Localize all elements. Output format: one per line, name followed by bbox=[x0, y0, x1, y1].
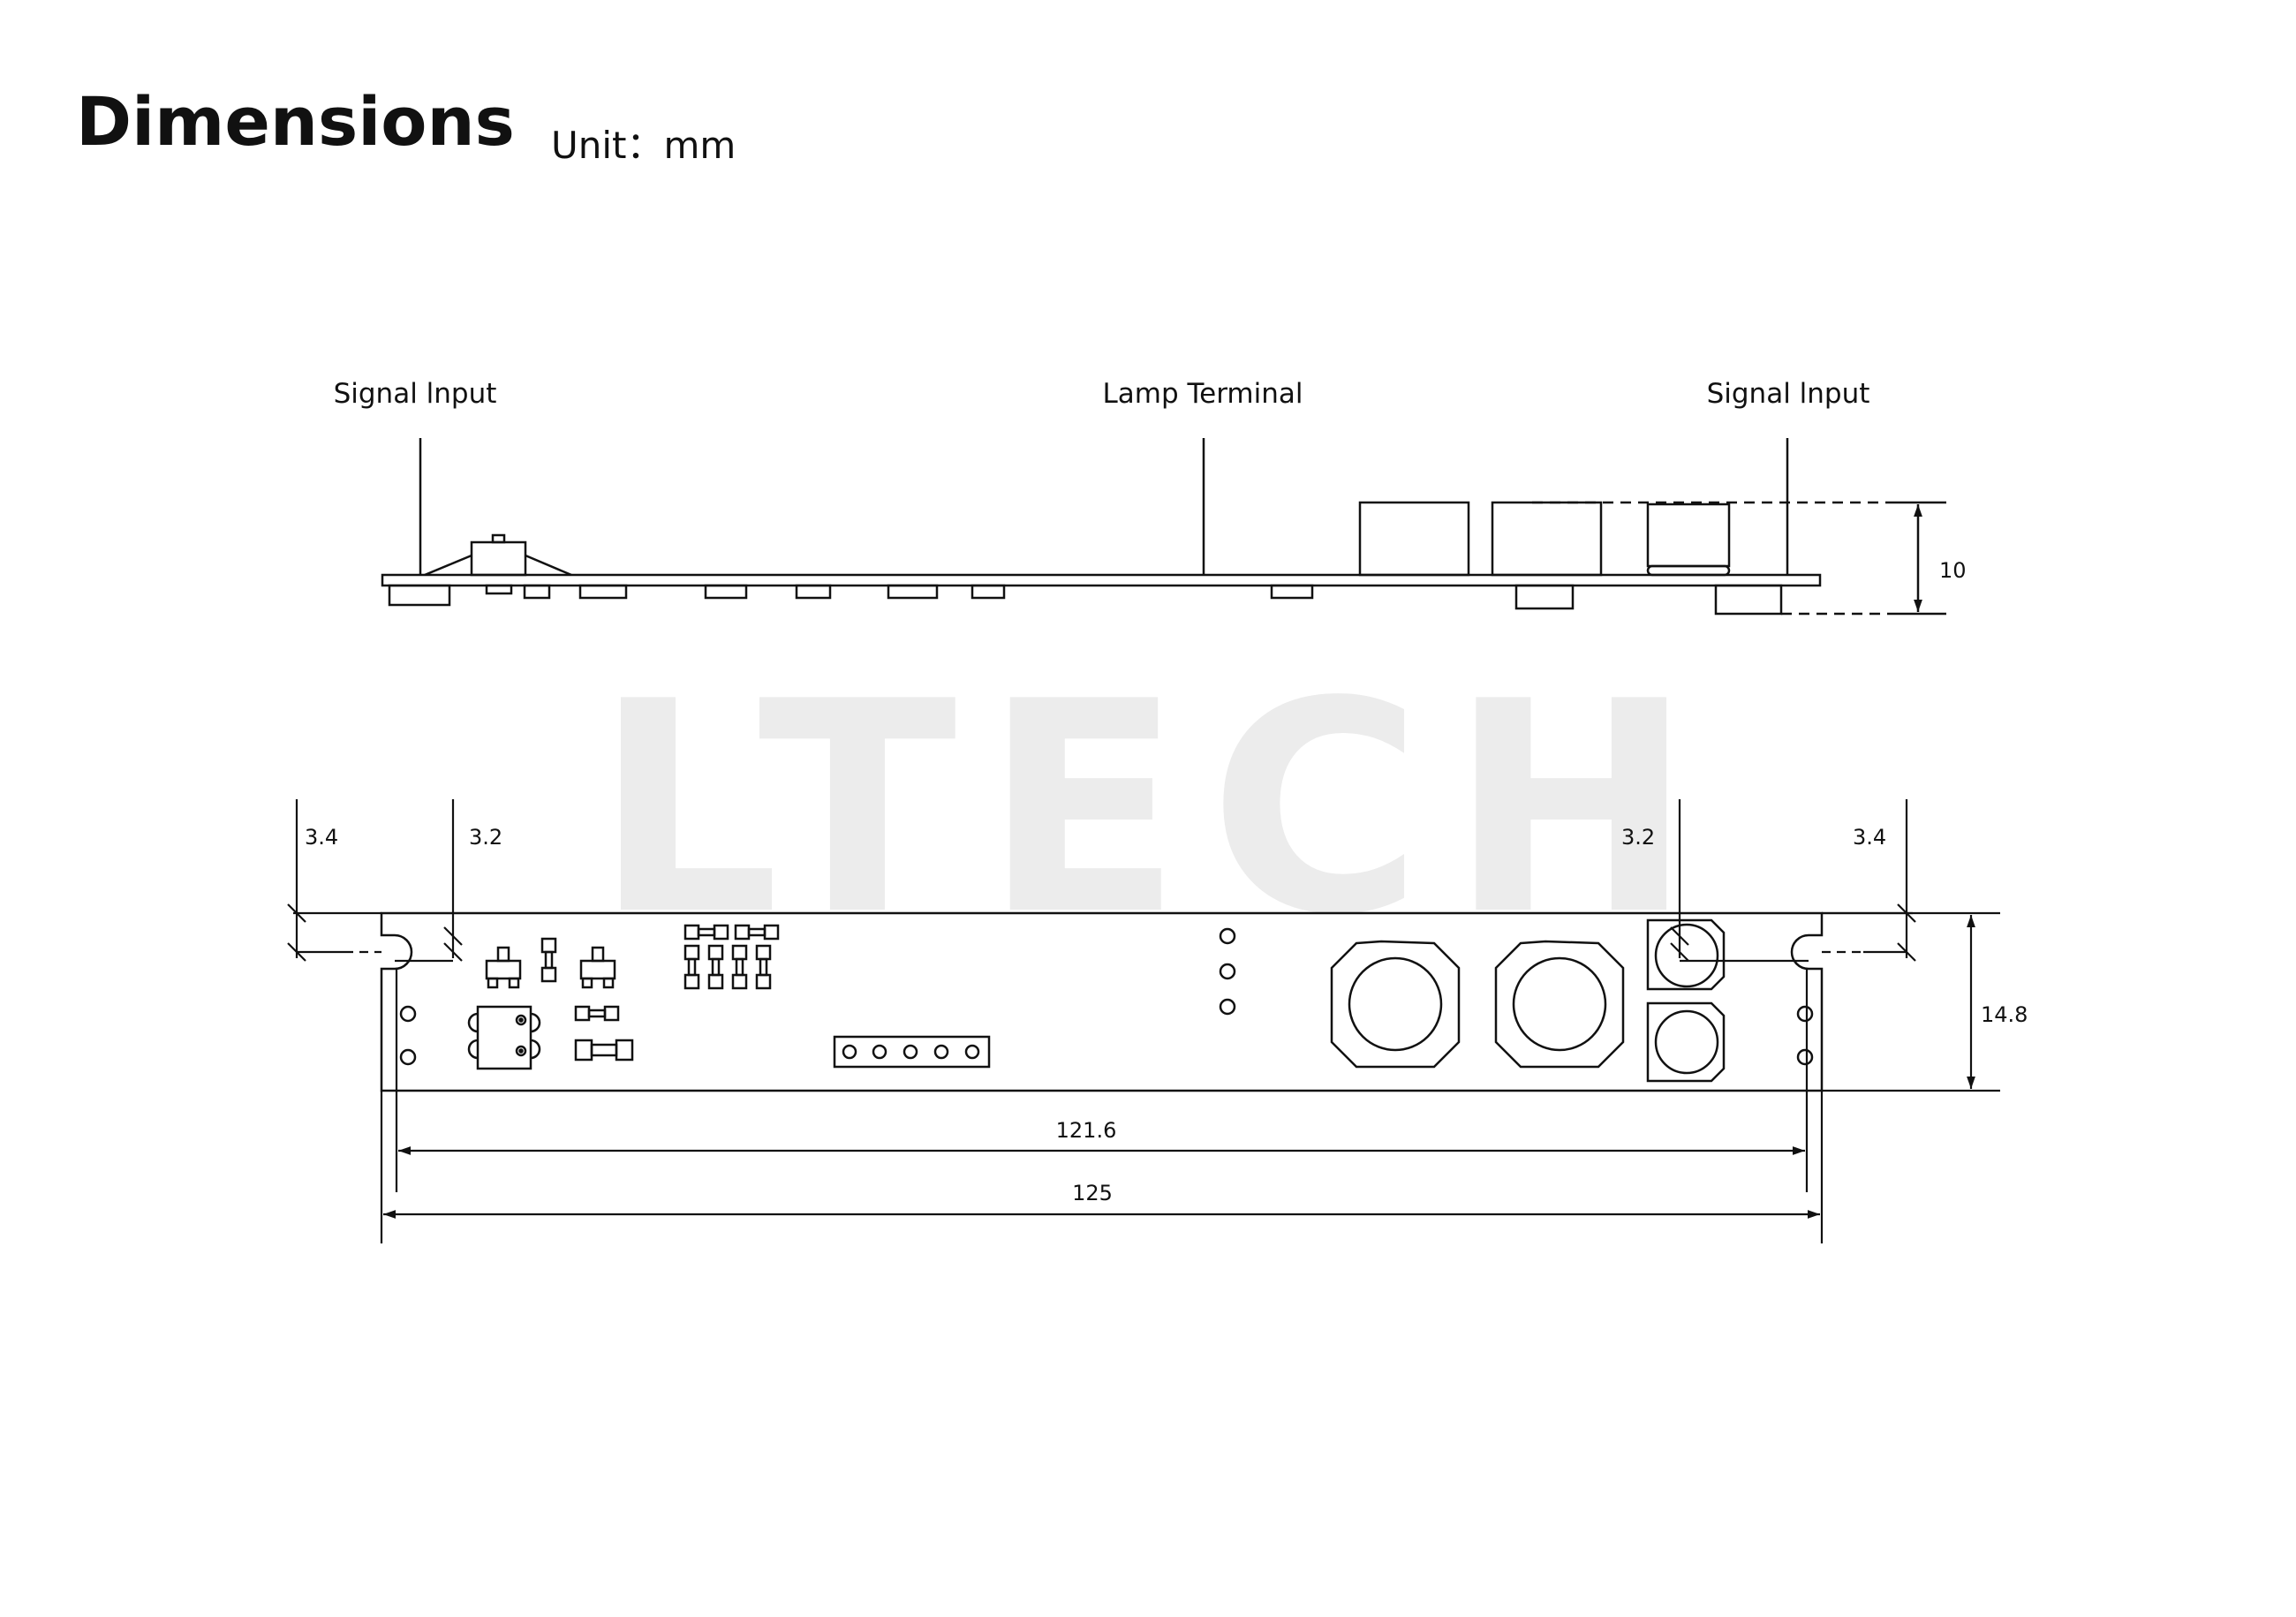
side-bottom-part bbox=[1714, 584, 1783, 616]
watermark-logo: LTECH bbox=[594, 639, 1720, 979]
label-signal-input-left: Signal lnput bbox=[334, 378, 497, 410]
mount-hole bbox=[1796, 1005, 1814, 1023]
tick-mark bbox=[1670, 942, 1689, 962]
unit-label: Unit：mm bbox=[551, 124, 736, 167]
side-bottom-part bbox=[1270, 584, 1314, 600]
led-hole bbox=[1219, 998, 1236, 1016]
tick-mark bbox=[443, 926, 463, 946]
tick-mark bbox=[287, 942, 306, 962]
dim-label-width: 14.8 bbox=[1981, 1002, 2028, 1027]
led-hole bbox=[1219, 963, 1236, 980]
dim-label-hole-span: 121.6 bbox=[1056, 1118, 1117, 1143]
side-pcb-board bbox=[381, 573, 1822, 587]
resistor-array bbox=[684, 924, 780, 990]
side-relay bbox=[470, 540, 527, 577]
diode bbox=[540, 937, 557, 983]
tick-mark bbox=[443, 942, 463, 962]
side-bottom-part bbox=[485, 584, 513, 595]
top-view-dimensions bbox=[287, 799, 2000, 1243]
mount-hole bbox=[399, 1005, 417, 1023]
transistor bbox=[485, 946, 522, 989]
top-view bbox=[380, 911, 1824, 1092]
side-capacitor bbox=[1646, 502, 1731, 568]
dim-label-right-outer: 3.4 bbox=[1853, 825, 1886, 850]
tick-mark bbox=[287, 903, 306, 923]
side-bottom-part bbox=[704, 584, 748, 600]
side-relay bbox=[424, 554, 572, 577]
pin-header bbox=[833, 1035, 991, 1069]
page-title: Dimensions bbox=[76, 82, 515, 161]
tick-mark bbox=[1670, 926, 1689, 946]
led-hole bbox=[1219, 927, 1236, 945]
side-bottom-part bbox=[578, 584, 628, 600]
mount-hole bbox=[399, 1048, 417, 1066]
dim-label-height: 10 bbox=[1939, 558, 1967, 583]
inductor bbox=[1494, 940, 1625, 1069]
inductor bbox=[1330, 940, 1461, 1069]
side-bottom-part bbox=[795, 584, 832, 600]
dim-label-length: 125 bbox=[1072, 1181, 1113, 1205]
capacitor bbox=[1646, 1001, 1726, 1083]
dim-label-right-inner: 3.2 bbox=[1621, 825, 1655, 850]
transistor bbox=[579, 946, 616, 989]
label-lamp-terminal: Lamp Terminal bbox=[1102, 378, 1303, 410]
fuse bbox=[574, 1039, 634, 1062]
dim-height-10 bbox=[1532, 501, 1946, 616]
capacitor bbox=[1646, 918, 1726, 991]
side-inductor bbox=[1491, 501, 1603, 577]
side-view bbox=[381, 438, 1822, 616]
side-bottom-part bbox=[887, 584, 939, 600]
side-bottom-part bbox=[971, 584, 1006, 600]
dim-label-left-outer: 3.4 bbox=[305, 825, 338, 850]
side-bottom-part bbox=[1514, 584, 1575, 610]
side-relay-pin bbox=[491, 533, 506, 544]
tick-mark bbox=[1897, 942, 1916, 962]
label-signal-input-right: Signal lnput bbox=[1707, 378, 1870, 410]
smd-resistor bbox=[574, 1005, 620, 1022]
mount-hole bbox=[1796, 1048, 1814, 1066]
relay-top bbox=[467, 1005, 541, 1070]
side-bottom-part bbox=[523, 584, 551, 600]
side-bottom-part bbox=[388, 584, 451, 607]
side-capacitor bbox=[1646, 564, 1731, 577]
side-inductor bbox=[1358, 501, 1470, 577]
dim-label-left-inner: 3.2 bbox=[469, 825, 502, 850]
